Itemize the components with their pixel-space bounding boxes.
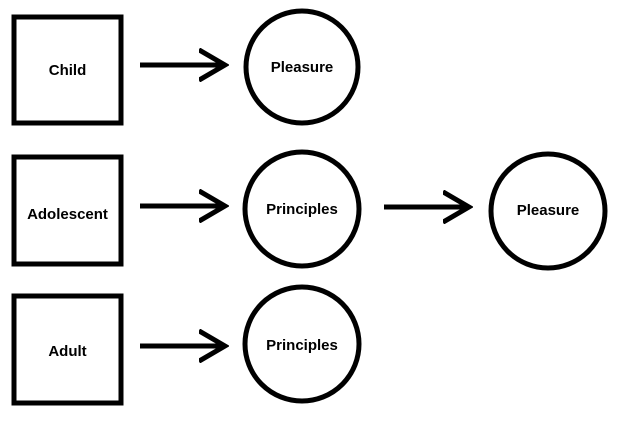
stage-box-child [11, 14, 124, 126]
stage-box-adult [11, 293, 124, 406]
node-label-adult-principles: Principles [266, 337, 338, 354]
node-circle-adolescent-pleasure [488, 151, 608, 271]
stage-box-adolescent [11, 154, 124, 267]
node-circle-adult-principles [242, 284, 362, 404]
row-child: Child Pleasure [11, 8, 361, 126]
node-label-child-pleasure: Pleasure [271, 59, 334, 76]
row-adult: Adult Principles [11, 284, 362, 406]
stage-label-child: Child [49, 62, 87, 79]
node-circle-child-pleasure [243, 8, 361, 126]
node-circle-adolescent-principles [242, 149, 362, 269]
stage-label-adult: Adult [48, 343, 86, 360]
node-label-adolescent-pleasure: Pleasure [517, 202, 580, 219]
node-label-adolescent-principles: Principles [266, 201, 338, 218]
row-adolescent: Adolescent Principles Pleasure [11, 149, 608, 271]
stage-label-adolescent: Adolescent [27, 206, 108, 223]
